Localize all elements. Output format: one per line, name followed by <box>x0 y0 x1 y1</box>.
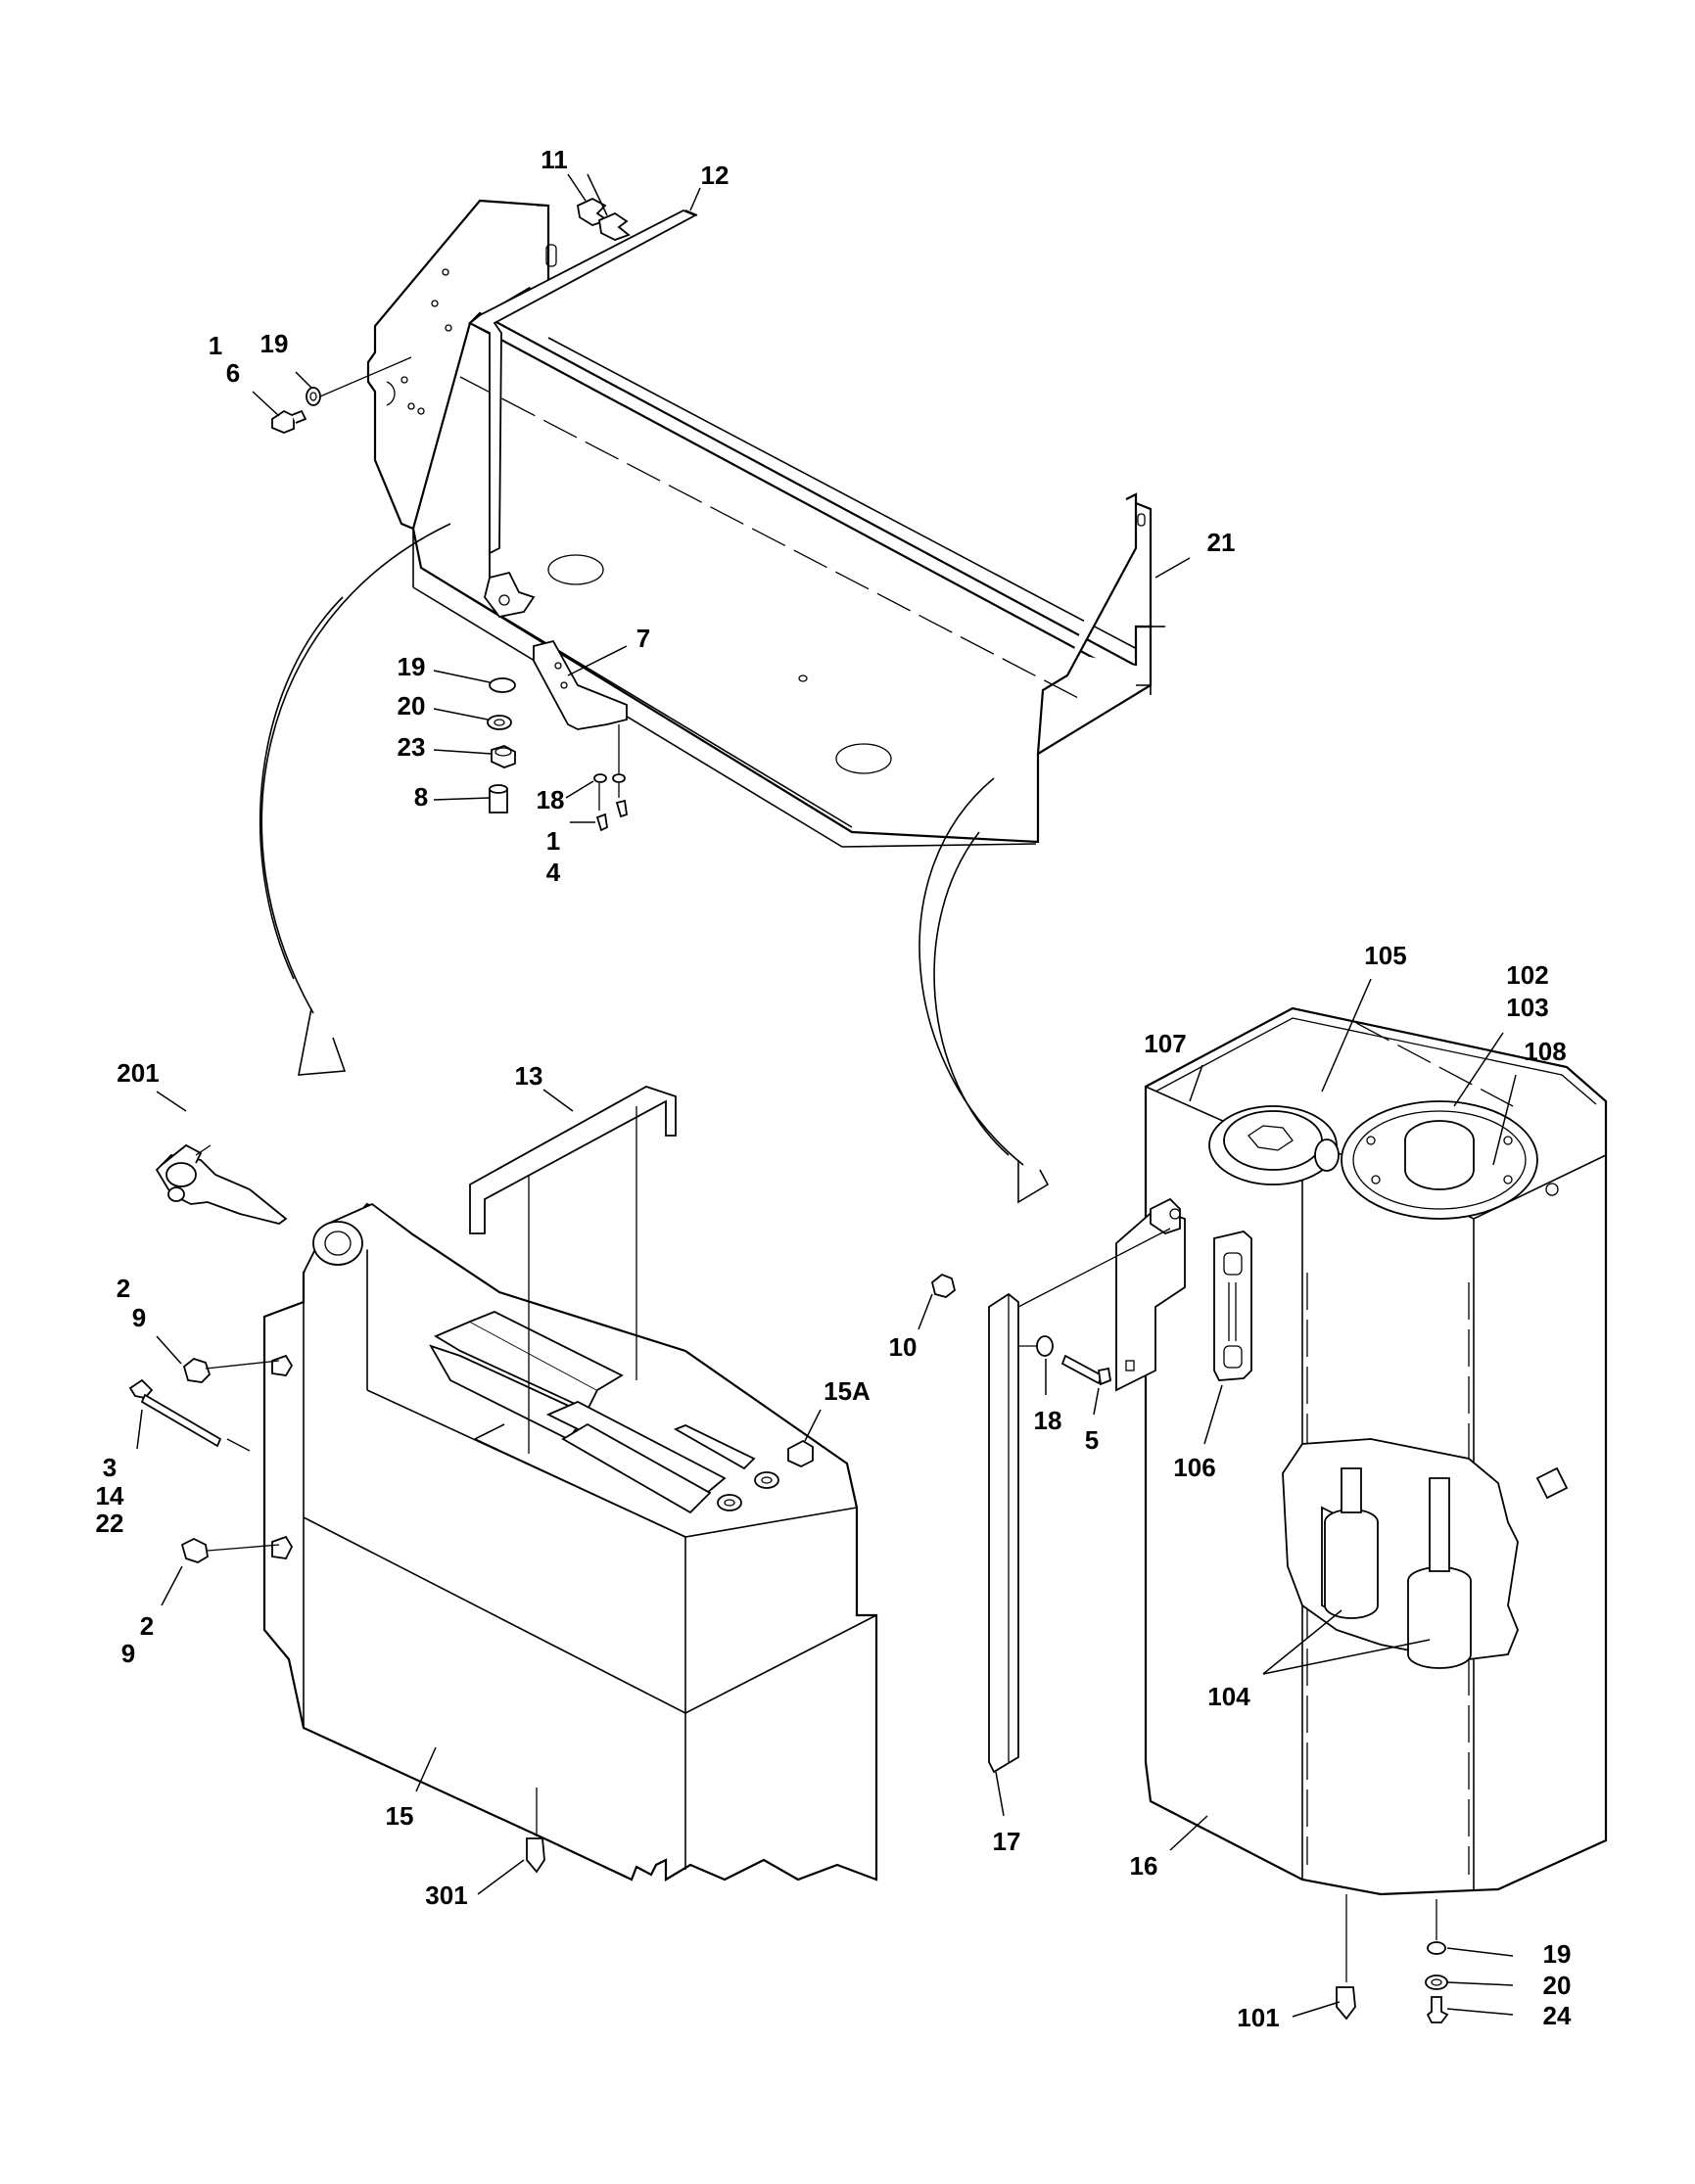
callout-18: 18 <box>537 785 565 814</box>
callout-11: 11 <box>541 145 568 174</box>
hardware-top <box>271 356 628 832</box>
mounting-bracket-21 <box>366 199 1165 848</box>
tank-strap-12 <box>468 209 698 618</box>
tank-strap-13 <box>469 1086 677 1454</box>
callout-106: 106 <box>1173 1453 1215 1482</box>
callout-20: 20 <box>398 691 426 720</box>
callout-17: 17 <box>993 1827 1021 1856</box>
callout-9: 9 <box>121 1639 135 1668</box>
callout-107: 107 <box>1144 1029 1186 1058</box>
callout-24: 24 <box>1543 2001 1572 2030</box>
callout-labels: 11 12 1 6 19 21 7 19 20 23 8 18 1 4 201 … <box>96 145 1572 2032</box>
fuel-cap-201 <box>155 1143 288 1225</box>
fittings-left <box>128 1357 280 1563</box>
callout-20: 20 <box>1543 1971 1572 2000</box>
clip-11 <box>576 197 631 241</box>
callout-7: 7 <box>636 624 650 653</box>
callout-4: 4 <box>546 858 561 887</box>
callout-15A: 15A <box>824 1376 871 1406</box>
callout-1: 1 <box>546 826 560 856</box>
callout-21: 21 <box>1207 528 1236 557</box>
callout-22: 22 <box>96 1509 124 1538</box>
callout-16: 16 <box>1130 1851 1158 1881</box>
callout-2: 2 <box>117 1274 130 1303</box>
callout-14: 14 <box>96 1481 124 1510</box>
bracket-7 <box>533 639 628 730</box>
callout-201: 201 <box>117 1058 159 1088</box>
callout-1: 1 <box>209 331 222 360</box>
callout-8: 8 <box>414 782 428 812</box>
callout-18: 18 <box>1034 1406 1062 1435</box>
callout-102: 102 <box>1506 960 1548 990</box>
callout-10: 10 <box>889 1332 918 1362</box>
callout-19: 19 <box>1543 1939 1572 1969</box>
hydraulic-tank-16 <box>1115 1006 1608 1896</box>
flow-arrow-left <box>259 523 451 1076</box>
callout-108: 108 <box>1524 1037 1566 1066</box>
bar-17 <box>988 1292 1019 1774</box>
callout-105: 105 <box>1364 941 1406 970</box>
callout-19: 19 <box>398 652 426 681</box>
callout-101: 101 <box>1237 2003 1279 2032</box>
drain-plug-301 <box>526 1788 545 1874</box>
callout-13: 13 <box>515 1061 543 1091</box>
callout-23: 23 <box>398 732 426 762</box>
callout-103: 103 <box>1506 993 1548 1022</box>
callout-12: 12 <box>701 161 730 190</box>
leader-lines <box>136 173 1517 2018</box>
callout-301: 301 <box>425 1881 467 1910</box>
callout-104: 104 <box>1207 1682 1250 1711</box>
flow-arrow-right <box>918 777 1050 1204</box>
callout-9: 9 <box>132 1303 146 1332</box>
callout-5: 5 <box>1085 1425 1099 1455</box>
callout-19: 19 <box>260 329 289 358</box>
callout-15: 15 <box>386 1801 414 1831</box>
callout-2: 2 <box>140 1611 154 1641</box>
fuel-tank-15 <box>262 1202 878 1882</box>
callout-6: 6 <box>226 358 240 388</box>
callout-3: 3 <box>103 1453 117 1482</box>
